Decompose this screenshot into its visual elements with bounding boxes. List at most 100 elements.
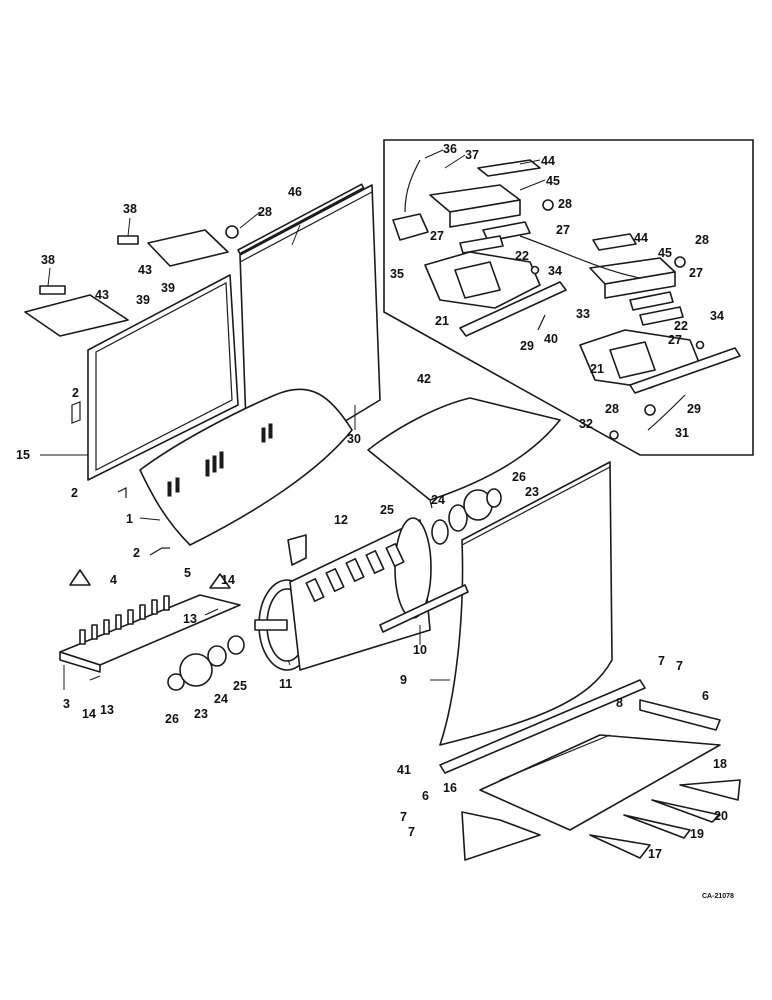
angle-10 [379,584,469,633]
bracket-4 [69,569,91,586]
callout-18: 18 [713,757,727,771]
callout-6b: 6 [422,789,429,803]
callout-13: 13 [183,612,197,626]
callout-44: 44 [541,154,555,168]
callout-17: 17 [648,847,662,861]
stripper-bar [59,594,241,673]
callout-7b: 7 [676,659,683,673]
callout-28d: 28 [258,205,272,219]
callout-25: 25 [380,503,394,517]
spring-14 [89,675,101,681]
inset-hardware [404,159,705,440]
callout-26b: 26 [165,712,179,726]
side-panel [71,274,239,481]
callout-37: 37 [465,148,479,162]
callout-35: 35 [390,267,404,281]
callout-labels: 36 37 44 45 28 27 27 22 35 34 21 33 29 4… [16,142,728,861]
callout-44b: 44 [634,231,648,245]
trough [379,461,613,746]
lower-frame [439,679,721,861]
inset-bracket-upper [392,159,541,254]
lid-plate-upper [117,229,229,267]
clip-2 [149,547,170,556]
callout-34: 34 [548,264,562,278]
inset-bracket-lower [589,233,684,326]
drawing-code: CA-21078 [702,893,734,900]
callout-4: 4 [110,573,117,587]
callout-7: 7 [658,654,665,668]
callout-13b: 13 [100,703,114,717]
callout-28: 28 [558,197,572,211]
callout-27d: 27 [668,333,682,347]
callout-29: 29 [520,339,534,353]
lid-plate-lower [24,285,129,337]
callout-2b: 2 [71,486,78,500]
callout-45b: 45 [658,246,672,260]
callout-25b: 25 [233,679,247,693]
callout-27c: 27 [689,266,703,280]
top-shield [367,397,561,509]
callout-23: 23 [525,485,539,499]
callout-8: 8 [616,696,623,710]
curved-shield [139,388,353,546]
callout-22b: 22 [674,319,688,333]
bracket-5 [209,573,231,589]
callout-29b: 29 [687,402,701,416]
callout-32: 32 [579,417,593,431]
clip-2b [117,487,127,498]
callout-16: 16 [443,781,457,795]
callout-26: 26 [512,470,526,484]
inset-bearing-housing-lower [579,329,741,394]
callout-39b: 39 [136,293,150,307]
callout-34b: 34 [710,309,724,323]
callout-36: 36 [443,142,457,156]
callout-38b: 38 [41,253,55,267]
callout-19: 19 [690,827,704,841]
callout-6: 6 [702,689,709,703]
callout-33: 33 [576,307,590,321]
callout-43b: 43 [95,288,109,302]
nut [225,225,239,239]
bracket-12 [287,534,307,566]
callout-40: 40 [544,332,558,346]
callout-42: 42 [417,372,431,386]
callout-2: 2 [72,386,79,400]
callout-23b: 23 [194,707,208,721]
bearing-set-right [431,488,502,545]
spring-14b [204,608,219,616]
callout-21: 21 [435,314,449,328]
callout-27b: 27 [556,223,570,237]
callout-28c: 28 [605,402,619,416]
callout-46: 46 [288,185,302,199]
callout-43: 43 [138,263,152,277]
callout-2c: 2 [133,546,140,560]
callout-9: 9 [400,673,407,687]
callout-20: 20 [714,809,728,823]
callout-12: 12 [334,513,348,527]
callout-38: 38 [123,202,137,216]
callout-24b: 24 [214,692,228,706]
callout-27: 27 [430,229,444,243]
callout-14: 14 [221,573,235,587]
callout-7c: 7 [400,810,407,824]
callout-24: 24 [431,493,445,507]
callout-28b: 28 [695,233,709,247]
callout-15: 15 [16,448,30,462]
callout-45: 45 [546,174,560,188]
callout-21b: 21 [590,362,604,376]
callout-10: 10 [413,643,427,657]
callout-41: 41 [397,763,411,777]
callout-5: 5 [184,566,191,580]
callout-14b: 14 [82,707,96,721]
callout-7d: 7 [408,825,415,839]
leader-lines [40,149,546,690]
callout-30: 30 [347,432,361,446]
callout-3: 3 [63,697,70,711]
callout-22: 22 [515,249,529,263]
callout-11: 11 [279,677,292,691]
callout-1: 1 [126,512,133,526]
bearing-set-left [167,635,245,691]
inset-frame [383,139,754,456]
inset-bearing-housing-upper [424,251,567,337]
